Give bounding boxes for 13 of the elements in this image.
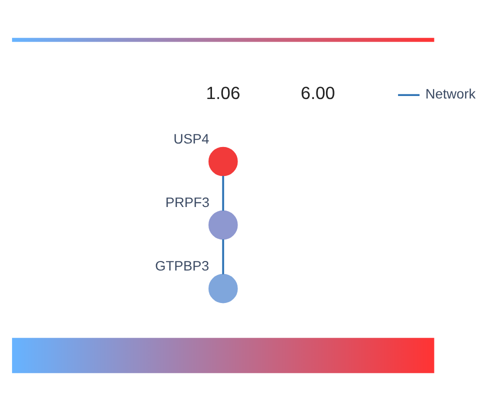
node-label: USP4 — [174, 132, 210, 147]
label: 1.06 — [206, 82, 240, 103]
connector — [222, 239, 224, 274]
node-circle — [208, 210, 238, 240]
node-label: GTPBP3 — [155, 258, 210, 274]
legend-label: Network — [425, 86, 476, 102]
label: 6.00 — [300, 82, 336, 103]
node-bar — [12, 38, 434, 42]
node-circle — [208, 274, 238, 304]
node-circle — [208, 146, 238, 176]
node-bar — [12, 338, 434, 374]
connector — [222, 176, 224, 211]
node-label: PRPF3 — [165, 195, 210, 210]
